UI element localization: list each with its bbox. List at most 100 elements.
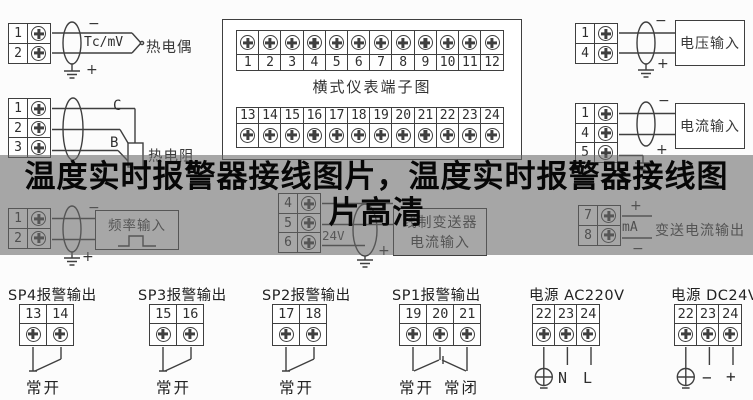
voltage-input-box: 电压输入 bbox=[675, 20, 745, 66]
panel-terminal: 21 bbox=[413, 107, 438, 148]
terminal-number: 2 bbox=[8, 117, 28, 139]
ac-power-group: 电源 AC220V 22 23 24 N L bbox=[528, 283, 643, 398]
terminal-number: 14 bbox=[46, 304, 75, 324]
screw-icon bbox=[580, 326, 596, 342]
panel-terminal: 23 bbox=[458, 107, 482, 148]
terminal-screw bbox=[26, 117, 51, 139]
screw-icon bbox=[31, 26, 47, 41]
terminal-screw bbox=[236, 30, 260, 55]
terminal-row: 1 bbox=[575, 103, 618, 124]
terminal-number: 17 bbox=[272, 304, 301, 324]
relay-contact-no-icon bbox=[282, 347, 315, 372]
terminal-screw bbox=[718, 322, 742, 346]
screw-icon bbox=[598, 125, 614, 141]
cable-shield-icon bbox=[636, 21, 656, 65]
polarity-plus: + bbox=[656, 142, 668, 158]
panel-terminal: 22 bbox=[435, 107, 460, 148]
group-title: SP4报警输出 bbox=[8, 288, 97, 304]
terminal-number: 11 bbox=[458, 53, 482, 71]
screw-icon bbox=[284, 35, 300, 50]
relay-contact-no-icon bbox=[159, 347, 192, 372]
terminal-screw bbox=[347, 30, 371, 55]
screw-icon bbox=[305, 326, 321, 342]
terminal-screw bbox=[674, 322, 698, 346]
screw-icon bbox=[598, 26, 614, 41]
panel-terminal: 13 bbox=[236, 107, 260, 148]
terminal-row: 4 bbox=[575, 42, 618, 64]
caption-line1: 温度实时报警器接线图片，温度实时报警器接线图 bbox=[24, 159, 729, 195]
panel-terminal: 15 bbox=[280, 107, 304, 148]
contact-note-no: 常开 bbox=[399, 379, 435, 397]
terminal-number: 1 bbox=[8, 23, 28, 44]
screw-icon bbox=[700, 326, 716, 342]
terminal-screw bbox=[26, 98, 51, 119]
terminal-screw bbox=[236, 122, 260, 148]
terminal-screw bbox=[426, 322, 455, 346]
voltage-terminal-block: 1 4 bbox=[575, 23, 618, 64]
screw-icon bbox=[182, 326, 198, 342]
screw-icon bbox=[240, 35, 256, 50]
terminal-number: 2 bbox=[8, 42, 28, 64]
screw-icon bbox=[462, 127, 478, 143]
terminal-number: 1 bbox=[575, 23, 595, 44]
terminal-screw bbox=[480, 122, 504, 148]
screw-icon bbox=[306, 35, 322, 50]
contact-note: 常开 bbox=[279, 379, 315, 397]
polarity-minus: − bbox=[655, 13, 667, 29]
sp4-terminal-block: 13 14 bbox=[19, 304, 75, 346]
terminal-number: 15 bbox=[280, 107, 304, 124]
terminal-column: 20 bbox=[426, 304, 455, 346]
terminal-screw bbox=[391, 122, 416, 148]
panel-terminal: 3 bbox=[280, 30, 304, 71]
screw-icon bbox=[155, 326, 171, 342]
dc-plus-label: + bbox=[726, 367, 736, 386]
panel-terminal: 6 bbox=[347, 30, 371, 71]
screw-icon bbox=[31, 45, 47, 61]
screw-icon bbox=[262, 35, 278, 50]
screw-icon bbox=[52, 326, 68, 342]
terminal-number: 18 bbox=[347, 107, 371, 124]
terminal-number: 6 bbox=[347, 53, 371, 71]
screw-icon bbox=[395, 127, 411, 143]
terminal-column: 21 bbox=[453, 304, 482, 346]
terminal-number: 21 bbox=[453, 304, 482, 324]
sp3-output-group: SP3报警输出 15 16 常开 bbox=[138, 283, 263, 398]
group-title: SP2报警输出 bbox=[262, 288, 351, 304]
terminal-number: 17 bbox=[324, 107, 349, 124]
terminal-screw bbox=[26, 23, 51, 44]
dc-terminal-block: 22 23 24 bbox=[674, 304, 742, 346]
terminal-screw bbox=[413, 30, 438, 55]
panel-bottom-strip: 13 14 15 16 17 18 19 20 bbox=[236, 107, 504, 148]
screw-icon bbox=[31, 120, 47, 136]
terminal-screw bbox=[435, 30, 460, 55]
screw-icon bbox=[484, 127, 500, 143]
panel-terminal: 8 bbox=[391, 30, 416, 71]
panel-title: 横式仪表端子图 bbox=[312, 78, 432, 96]
terminal-row: 4 bbox=[575, 122, 618, 144]
current-group: 1 4 5 − + 电流输入 bbox=[570, 93, 753, 188]
thermocouple-group: 1 2 − Tc/mV + 热电偶 bbox=[8, 15, 208, 93]
terminal-column: 19 bbox=[399, 304, 428, 346]
terminal-screw bbox=[258, 30, 282, 55]
contact-note-nc: 常闭 bbox=[444, 379, 480, 397]
group-title: SP1报警输出 bbox=[392, 288, 481, 304]
terminal-number: 1 bbox=[575, 103, 595, 124]
sp2-output-group: SP2报警输出 17 18 常开 bbox=[261, 283, 386, 398]
terminal-number: 14 bbox=[258, 107, 282, 124]
panel-terminal: 14 bbox=[258, 107, 282, 148]
terminal-screw bbox=[26, 42, 51, 64]
wire-c-label: C bbox=[113, 98, 122, 114]
terminal-number: 9 bbox=[413, 53, 438, 71]
screw-icon bbox=[440, 127, 456, 143]
polarity-minus: − bbox=[88, 16, 100, 32]
terminal-screw bbox=[458, 122, 482, 148]
screw-icon bbox=[373, 35, 389, 50]
terminal-screw bbox=[149, 322, 178, 346]
current-box-label: 电流输入 bbox=[680, 119, 740, 135]
screw-icon bbox=[462, 35, 478, 50]
terminal-number: 23 bbox=[554, 304, 578, 324]
screw-icon bbox=[373, 127, 389, 143]
panel-terminal: 10 bbox=[435, 30, 460, 71]
terminal-screw bbox=[19, 322, 48, 346]
contact-note: 常开 bbox=[156, 379, 192, 397]
